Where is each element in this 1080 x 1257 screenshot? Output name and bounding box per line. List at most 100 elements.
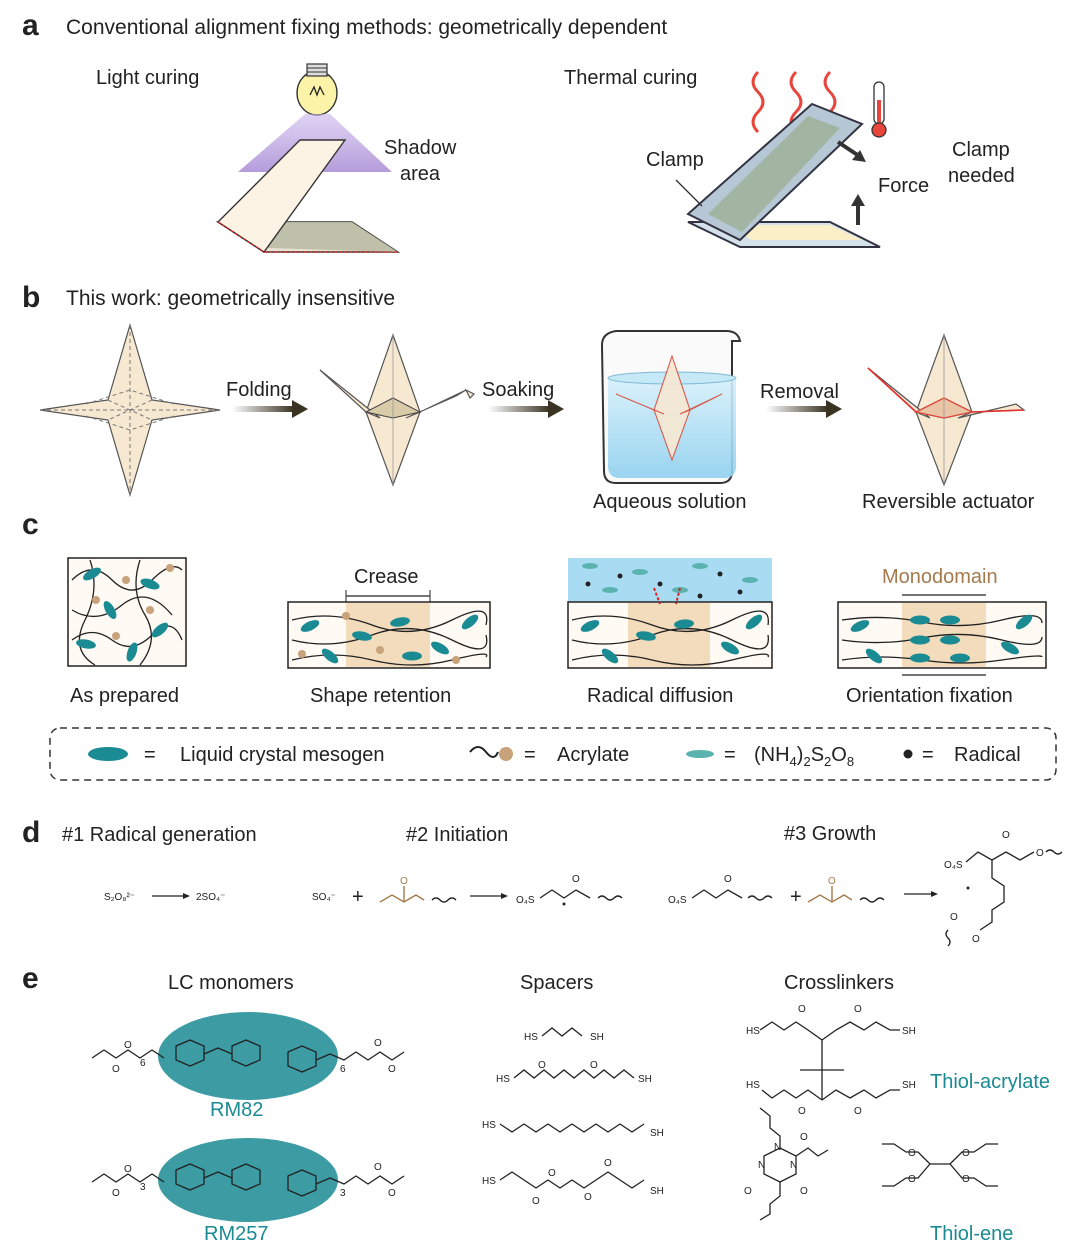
clamp-needed-label-1: Clamp	[952, 139, 1010, 161]
rm257-sub3-2: 3	[340, 1188, 346, 1199]
svg-text:HS: HS	[496, 1074, 510, 1085]
light-curing-label: Light curing	[96, 67, 199, 89]
clamp-needed-label-2: needed	[948, 165, 1015, 187]
panel-e: e LC monomers Spacers Crosslinkers O O 6…	[22, 962, 1050, 1245]
s2o8-formula: S₂O₈²⁻	[104, 892, 135, 903]
legend-radical-label: Radical	[954, 744, 1021, 766]
plus-1: +	[352, 886, 364, 908]
svg-text:O: O	[744, 1186, 752, 1197]
svg-text:O: O	[800, 1186, 808, 1197]
rm82-o-2: O	[124, 1040, 132, 1051]
folding-label: Folding	[226, 379, 292, 401]
thermal-curing-label: Thermal curing	[564, 67, 697, 89]
rm257-o-3: O	[374, 1162, 382, 1173]
orientation-fixation-label: Orientation fixation	[846, 685, 1013, 707]
crane-actuator	[867, 333, 1026, 487]
growth-o-3: O	[1002, 830, 1010, 841]
so4-reactant: SO₄⁻	[312, 892, 336, 903]
step3-label: #3 Growth	[784, 823, 876, 845]
removal-label: Removal	[760, 381, 839, 403]
thiol-acrylate-label: Thiol-acrylate	[930, 1071, 1050, 1093]
spacer-4: HS O O O O SH	[482, 1158, 664, 1207]
monodomain-label: Monodomain	[882, 566, 998, 588]
svg-text:O: O	[908, 1174, 916, 1185]
growth-o-2: O	[724, 874, 732, 885]
light-bulb-icon	[296, 63, 338, 116]
acrylate-o-2: O	[828, 876, 836, 887]
orientation-fixation-box	[837, 594, 1047, 676]
shape-retention-label: Shape retention	[310, 685, 451, 707]
lc-monomers-label: LC monomers	[168, 972, 294, 994]
rm82-o-4: O	[388, 1064, 396, 1075]
aqueous-solution-label: Aqueous solution	[593, 491, 746, 513]
panel-d: d #1 Radical generation #2 Initiation #3…	[22, 816, 1063, 947]
step2-label: #2 Initiation	[406, 824, 508, 846]
as-prepared-box	[67, 557, 187, 667]
svg-text:O: O	[962, 1148, 970, 1159]
thermometer-icon	[871, 81, 887, 138]
legend: = Liquid crystal mesogen = Acrylate = (N…	[49, 727, 1057, 781]
reversible-actuator-label: Reversible actuator	[862, 491, 1035, 513]
panel-b-title: This work: geometrically insensitive	[66, 287, 395, 310]
spacer-1: HS SH	[524, 1027, 604, 1043]
rm257-sub3-1: 3	[140, 1182, 146, 1193]
rm257-o-2: O	[124, 1164, 132, 1175]
svg-text:O: O	[854, 1106, 862, 1117]
spacer-2: HS O O SH	[496, 1060, 652, 1085]
svg-text:HS: HS	[482, 1176, 496, 1187]
svg-text:SH: SH	[638, 1074, 652, 1085]
spacers-label: Spacers	[520, 972, 593, 994]
svg-text:O: O	[532, 1196, 540, 1207]
flat-crease-pattern	[39, 322, 221, 498]
tetraallyl-ether-molecule: O O O O	[882, 1143, 998, 1187]
svg-text:O: O	[604, 1158, 612, 1169]
rm257-label: RM257	[204, 1223, 268, 1245]
svg-text:O: O	[908, 1148, 916, 1159]
radical-diffusion-box	[567, 558, 773, 669]
legend-persulfate-swatch	[686, 750, 714, 758]
svg-text:O: O	[538, 1060, 546, 1071]
clamp-label: Clamp	[646, 149, 704, 171]
svg-text:SH: SH	[650, 1128, 664, 1139]
soaking-label: Soaking	[482, 379, 554, 401]
growth-o-6: O	[950, 912, 958, 923]
crosslinkers-label: Crosslinkers	[784, 972, 894, 994]
plus-2: +	[790, 886, 802, 908]
legend-mesogen-swatch	[88, 747, 128, 761]
o4s-3: O₄S	[944, 860, 963, 871]
removal-arrow	[766, 400, 842, 418]
rm82-o-1: O	[112, 1064, 120, 1075]
legend-eq-4: =	[922, 744, 934, 766]
rm82-sub6-2: 6	[340, 1064, 346, 1075]
step1-label: #1 Radical generation	[62, 824, 257, 846]
panel-b: b This work: geometrically insensitive F…	[22, 281, 1035, 513]
spacer-3: HS SH	[482, 1120, 664, 1139]
svg-text:SH: SH	[902, 1026, 916, 1037]
rm82-sub6-1: 6	[140, 1058, 146, 1069]
svg-text:O: O	[798, 1004, 806, 1015]
svg-text:(NH4)2S2O8: (NH4)2S2O8	[754, 744, 854, 769]
rm257-o-4: O	[388, 1188, 396, 1199]
svg-text:O: O	[962, 1174, 970, 1185]
legend-eq-3: =	[724, 744, 736, 766]
panel-c-letter: c	[22, 508, 39, 541]
svg-text:HS: HS	[482, 1120, 496, 1131]
so4-product: 2SO₄⁻	[196, 892, 225, 903]
svg-text:N: N	[774, 1142, 781, 1153]
rm82-o-3: O	[374, 1038, 382, 1049]
panel-a-title: Conventional alignment fixing methods: g…	[66, 16, 667, 39]
legend-eq-2: =	[524, 744, 536, 766]
svg-text:N: N	[790, 1160, 797, 1171]
rm82-label: RM82	[210, 1099, 263, 1121]
legend-radical-swatch	[903, 749, 913, 759]
acrylate-o-1: O	[400, 876, 408, 887]
svg-text:HS: HS	[746, 1080, 760, 1091]
thiol-ene-label: Thiol-ene	[930, 1223, 1013, 1245]
legend-persulfate-label: (NH	[754, 744, 790, 766]
growth-o-1: O	[572, 874, 580, 885]
shadow-area-label-1: Shadow	[384, 137, 457, 159]
rm257-molecule: O O 3 3 O O	[91, 1138, 405, 1222]
panel-a-letter: a	[22, 9, 39, 42]
force-label: Force	[878, 175, 929, 197]
rm257-o-1: O	[112, 1188, 120, 1199]
